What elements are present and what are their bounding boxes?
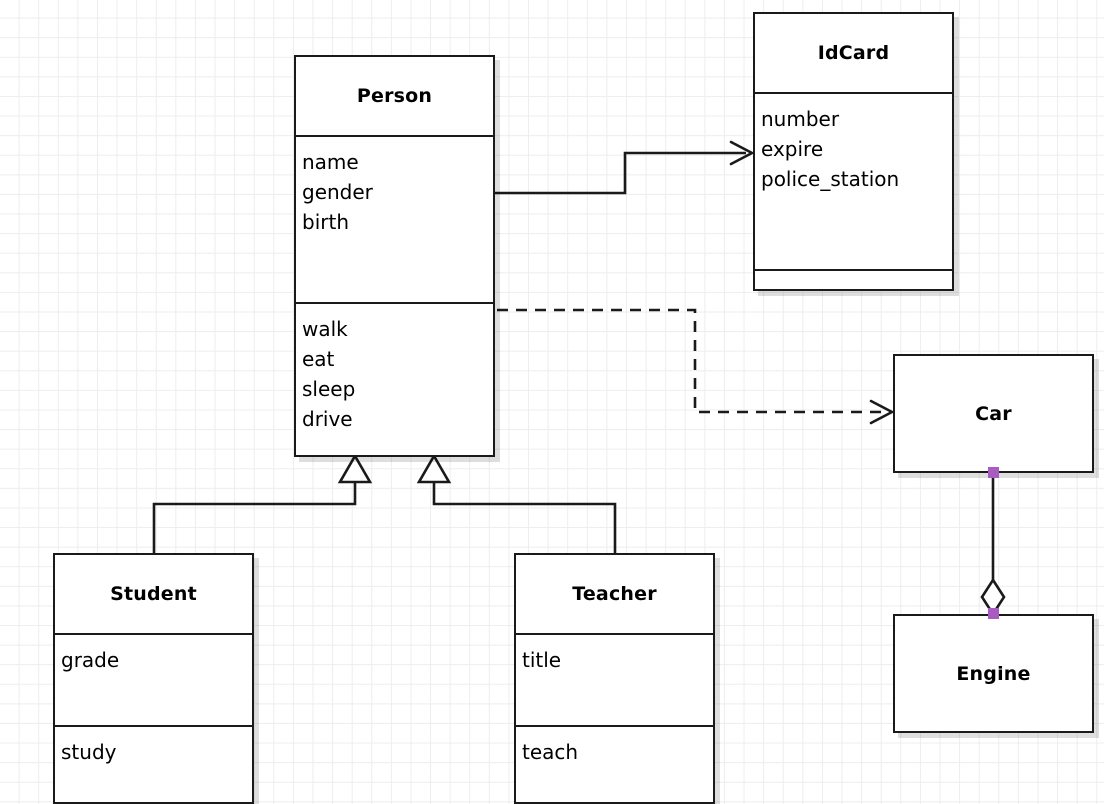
class-name-person: Person (356, 85, 433, 107)
class-name-student: Student (110, 583, 197, 605)
attributes-compartment-person: name gender birth (296, 135, 493, 302)
edge-car-engine[interactable] (980, 473, 1006, 617)
edge-student-person[interactable] (152, 453, 373, 553)
operation-item: drive (302, 407, 353, 431)
attributes-compartment-teacher: title (516, 633, 713, 725)
car-bottom-handle[interactable] (988, 467, 999, 478)
hollow-triangle-icon (337, 453, 373, 484)
open-arrowhead-icon (869, 399, 895, 425)
operation-item: eat (302, 347, 335, 371)
operation-item: study (61, 740, 117, 764)
attribute-item: expire (761, 137, 824, 161)
operations-compartment-idcard (755, 269, 952, 289)
class-name-idcard: IdCard (817, 42, 890, 64)
class-box-teacher[interactable]: Teacher title teach (514, 553, 715, 804)
class-box-car[interactable]: Car (893, 354, 1094, 473)
operation-item: walk (302, 317, 348, 341)
attribute-item: police_station (761, 167, 900, 191)
class-box-idcard[interactable]: IdCard number expire police_station (753, 12, 954, 291)
class-box-person[interactable]: Person name gender birth walk eat sleep … (294, 55, 495, 457)
attribute-item: name (302, 150, 359, 174)
class-box-student[interactable]: Student grade study (53, 553, 254, 804)
operation-item: teach (522, 740, 579, 764)
attribute-item: birth (302, 210, 349, 234)
class-name-teacher: Teacher (572, 583, 657, 605)
open-arrowhead-icon (729, 140, 755, 166)
hollow-triangle-icon (416, 453, 452, 484)
attribute-item: number (761, 107, 840, 131)
edge-person-car[interactable] (497, 308, 895, 425)
class-name-car: Car (975, 402, 1012, 425)
edge-person-idcard[interactable] (495, 140, 755, 195)
operations-compartment-person: walk eat sleep drive (296, 302, 493, 455)
edge-teacher-person[interactable] (416, 453, 617, 553)
operations-compartment-teacher: teach (516, 725, 713, 802)
attribute-item: title (522, 648, 562, 672)
class-box-engine[interactable]: Engine (893, 614, 1094, 733)
attributes-compartment-student: grade (55, 633, 252, 725)
class-name-engine: Engine (956, 662, 1031, 685)
attribute-item: gender (302, 180, 373, 204)
attribute-item: grade (61, 648, 120, 672)
engine-top-handle[interactable] (988, 608, 999, 619)
operation-item: sleep (302, 377, 356, 401)
operations-compartment-student: study (55, 725, 252, 802)
attributes-compartment-idcard: number expire police_station (755, 92, 952, 269)
